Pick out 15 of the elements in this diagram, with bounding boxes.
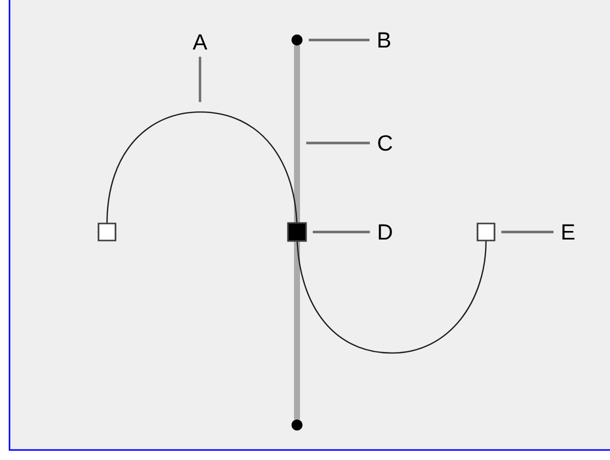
- callout-letter: A: [192, 34, 208, 50]
- leader-line: [198, 56, 202, 102]
- direction-point: [292, 419, 302, 430]
- callout-letter: C: [378, 135, 392, 151]
- leader-line: [312, 230, 370, 234]
- anchor-point: [287, 222, 307, 242]
- leader-line: [501, 230, 554, 234]
- callout-letter: D: [378, 224, 392, 240]
- anchor-point: [98, 222, 116, 242]
- callout-letter: E: [562, 224, 574, 240]
- callout-letter: B: [378, 32, 390, 48]
- leader-line: [308, 38, 370, 42]
- leader-line: [306, 142, 370, 144]
- direction-point: [292, 34, 302, 46]
- anchor-point: [476, 222, 496, 242]
